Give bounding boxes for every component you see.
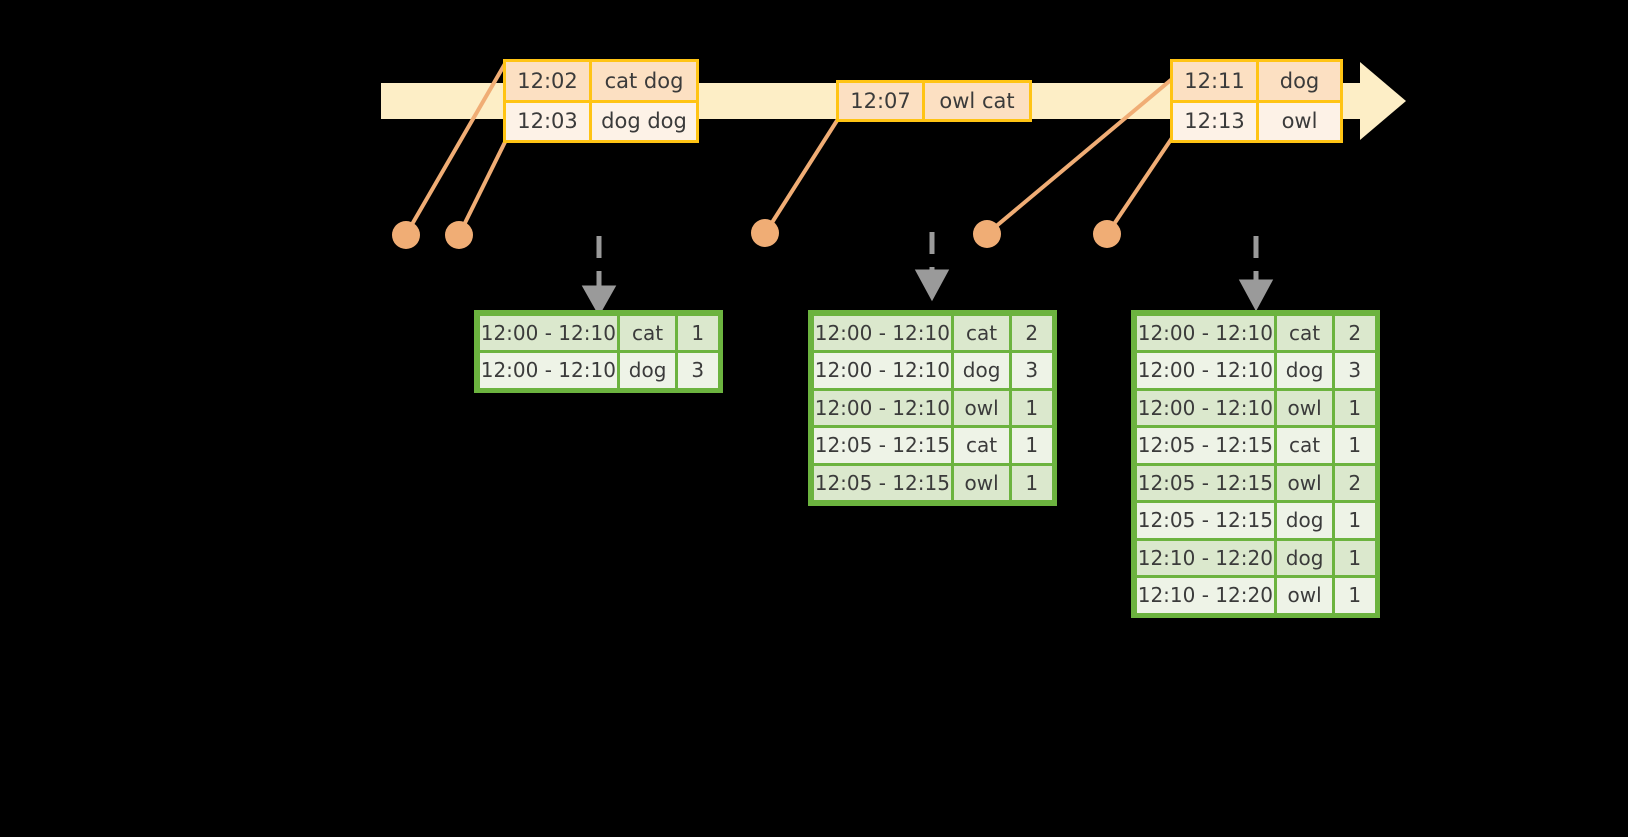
emit-arrow-1-head bbox=[581, 285, 617, 317]
key-cell: owl bbox=[1277, 465, 1333, 500]
event-row[interactable]: 12:02 cat dog bbox=[506, 62, 696, 100]
count-cell: 1 bbox=[678, 315, 718, 350]
event-value: owl cat bbox=[925, 83, 1029, 119]
count-cell: 1 bbox=[1335, 503, 1375, 538]
event-value: dog dog bbox=[592, 102, 696, 140]
count-cell: 1 bbox=[1012, 428, 1052, 463]
key-cell: cat bbox=[620, 315, 676, 350]
count-cell: 2 bbox=[1335, 315, 1375, 350]
event-timestamp: 12:11 bbox=[1173, 62, 1259, 100]
count-cell: 1 bbox=[1335, 390, 1375, 425]
connector-dot bbox=[445, 221, 473, 249]
count-cell: 2 bbox=[1012, 315, 1052, 350]
event-timestamp: 12:13 bbox=[1173, 102, 1259, 140]
count-cell: 3 bbox=[678, 353, 718, 388]
key-cell: owl bbox=[1277, 578, 1333, 613]
emit-arrow-2-head bbox=[914, 269, 950, 302]
window-cell: 12:10 - 12:20 bbox=[1136, 578, 1275, 613]
emit-arrow-3-head bbox=[1238, 279, 1274, 312]
connector-dot bbox=[751, 219, 779, 247]
event-value: dog bbox=[1259, 62, 1340, 100]
count-cell: 1 bbox=[1335, 578, 1375, 613]
event-timestamp: 12:07 bbox=[839, 83, 925, 119]
window-cell: 12:05 - 12:15 bbox=[813, 428, 952, 463]
window-cell: 12:05 - 12:15 bbox=[1136, 503, 1275, 538]
window-cell: 12:05 - 12:15 bbox=[813, 465, 952, 500]
event-group-3[interactable]: 12:11 dog 12:13 owl bbox=[1170, 59, 1343, 143]
event-row[interactable]: 12:07 owl cat bbox=[839, 83, 1029, 119]
window-cell: 12:00 - 12:10 bbox=[479, 315, 618, 350]
key-cell: dog bbox=[1277, 503, 1333, 538]
count-cell: 3 bbox=[1335, 353, 1375, 388]
window-cell: 12:00 - 12:10 bbox=[479, 353, 618, 388]
window-cell: 12:00 - 12:10 bbox=[1136, 353, 1275, 388]
emit-arrows bbox=[581, 232, 1274, 317]
connector-dot bbox=[973, 220, 1001, 248]
event-timestamp: 12:03 bbox=[506, 102, 592, 140]
event-row[interactable]: 12:11 dog bbox=[1173, 62, 1340, 100]
event-row[interactable]: 12:03 dog dog bbox=[506, 99, 696, 140]
key-cell: dog bbox=[954, 353, 1010, 388]
event-timestamp: 12:02 bbox=[506, 62, 592, 100]
window-cell: 12:05 - 12:15 bbox=[1136, 465, 1275, 500]
event-row[interactable]: 12:13 owl bbox=[1173, 99, 1340, 140]
window-cell: 12:10 - 12:20 bbox=[1136, 540, 1275, 575]
key-cell: cat bbox=[1277, 315, 1333, 350]
event-group-1[interactable]: 12:02 cat dog 12:03 dog dog bbox=[503, 59, 699, 143]
count-cell: 1 bbox=[1012, 390, 1052, 425]
key-cell: dog bbox=[620, 353, 676, 388]
window-cell: 12:00 - 12:10 bbox=[1136, 315, 1275, 350]
key-cell: dog bbox=[1277, 353, 1333, 388]
key-cell: owl bbox=[954, 465, 1010, 500]
event-value: owl bbox=[1259, 102, 1340, 140]
key-cell: owl bbox=[1277, 390, 1333, 425]
key-cell: owl bbox=[954, 390, 1010, 425]
event-group-2[interactable]: 12:07 owl cat bbox=[836, 80, 1032, 122]
key-cell: cat bbox=[954, 428, 1010, 463]
window-cell: 12:00 - 12:10 bbox=[1136, 390, 1275, 425]
window-cell: 12:00 - 12:10 bbox=[813, 353, 952, 388]
connector-dot bbox=[392, 221, 420, 249]
window-cell: 12:00 - 12:10 bbox=[813, 390, 952, 425]
event-value: cat dog bbox=[592, 62, 696, 100]
count-cell: 1 bbox=[1335, 540, 1375, 575]
count-cell: 3 bbox=[1012, 353, 1052, 388]
count-cell: 1 bbox=[1335, 428, 1375, 463]
count-cell: 1 bbox=[1012, 465, 1052, 500]
key-cell: cat bbox=[1277, 428, 1333, 463]
key-cell: dog bbox=[1277, 540, 1333, 575]
window-cell: 12:05 - 12:15 bbox=[1136, 428, 1275, 463]
window-cell: 12:00 - 12:10 bbox=[813, 315, 952, 350]
count-cell: 2 bbox=[1335, 465, 1375, 500]
connector-dot bbox=[1093, 220, 1121, 248]
key-cell: cat bbox=[954, 315, 1010, 350]
